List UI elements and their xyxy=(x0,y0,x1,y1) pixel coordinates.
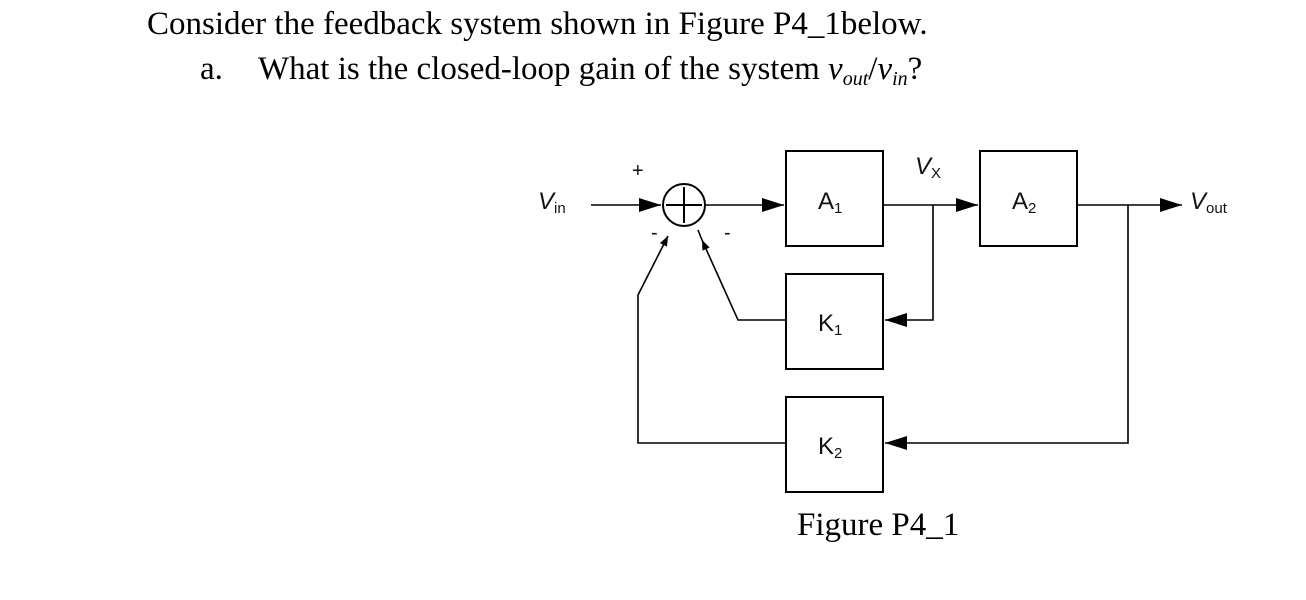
block-a2 xyxy=(979,150,1078,247)
subquestion-text: What is the closed-loop gain of the syst… xyxy=(258,51,829,87)
gain-slash: / xyxy=(868,51,878,87)
block-a1 xyxy=(785,150,884,247)
vx-to-k1-arrow xyxy=(885,205,934,327)
vout-to-k2-arrow xyxy=(885,205,1129,450)
summer-minus-right-sign: - xyxy=(724,222,731,244)
figure-caption: Figure P4_1 xyxy=(797,507,960,543)
question-sentence: Consider the feedback system shown in Fi… xyxy=(147,6,928,42)
k2-to-summer-arrow xyxy=(637,235,786,444)
gain-v-out: vout xyxy=(828,51,869,90)
question-text: Consider the feedback system shown in Fi… xyxy=(147,6,928,43)
summer-plus-sign: + xyxy=(632,160,644,182)
node-vx-label: VX xyxy=(915,153,942,182)
subquestion-a: a. What is the closed-loop gain of the sy… xyxy=(200,51,922,91)
block-a1-label: A1 xyxy=(818,188,843,217)
gain-out-subscript: out xyxy=(842,68,869,90)
gain-v-in: vin xyxy=(877,51,908,90)
item-marker: a. xyxy=(200,51,223,87)
block-a2-label: A2 xyxy=(1012,188,1037,217)
summer-minus-left-sign: - xyxy=(651,222,658,244)
input-label: Vin xyxy=(538,188,566,217)
gain-in-subscript: in xyxy=(892,68,908,90)
gain-question-mark: ? xyxy=(907,51,923,87)
block-k1-label: K1 xyxy=(818,310,843,339)
gain-v-in-letter: v xyxy=(877,51,893,87)
block-k1 xyxy=(785,273,884,370)
gain-v-out-letter: v xyxy=(828,51,843,87)
block-k2-label: K2 xyxy=(818,433,843,462)
output-label: Vout xyxy=(1190,188,1227,217)
k1-to-summer-arrow xyxy=(701,239,786,321)
block-k2 xyxy=(785,396,884,493)
k1-arrow-tip xyxy=(697,229,703,241)
